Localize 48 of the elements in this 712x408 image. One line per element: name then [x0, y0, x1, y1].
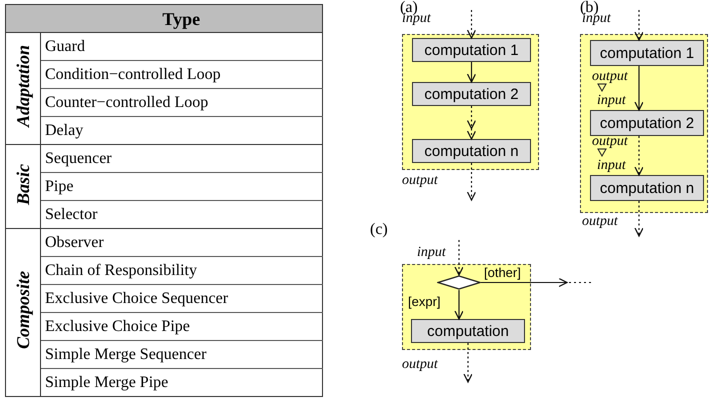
port-label: input [597, 159, 626, 173]
table-cell: Sequencer [45, 150, 112, 166]
arrow [466, 10, 476, 39]
table-cell: Exclusive Choice Pipe [45, 318, 190, 334]
table-cell: Condition−controlled Loop [45, 66, 221, 82]
arrow [466, 62, 476, 83]
table-cell: Selector [45, 206, 98, 222]
process-box: computation 2 [590, 110, 704, 136]
arrow [466, 163, 476, 201]
edge-label: [expr] [408, 295, 441, 309]
edge-label: [other] [484, 266, 521, 280]
decision-diamond [437, 275, 481, 290]
process-box: computation 1 [590, 40, 704, 66]
process-box: computation n [412, 139, 531, 163]
edge-label: output [582, 215, 618, 229]
edge-label: input [417, 246, 446, 260]
arrow [634, 201, 644, 237]
panel-label: (c) [370, 222, 388, 238]
table-cell: Simple Merge Pipe [45, 374, 168, 390]
table-cell: Pipe [45, 178, 74, 194]
table-cell: Chain of Responsibility [45, 262, 197, 278]
process-box: computation n [590, 175, 704, 201]
arrow [467, 106, 476, 139]
table-cell: Simple Merge Sequencer [45, 346, 206, 362]
arrow [597, 136, 644, 176]
arrow [454, 290, 464, 320]
table-cell: Observer [45, 234, 104, 250]
port-label: input [597, 94, 626, 108]
port-label: output [592, 135, 628, 149]
arrow [597, 66, 644, 111]
table-cell: Exclusive Choice Sequencer [45, 290, 228, 306]
arrow [463, 343, 473, 383]
arrow [481, 278, 568, 288]
column-header: Type [40, 4, 322, 32]
row-group-label: Basic [15, 164, 31, 205]
table-cell: Guard [45, 38, 85, 54]
row-group-label: Composite [15, 271, 31, 350]
arrow [634, 10, 644, 41]
edge-label: output [402, 174, 438, 188]
process-box: computation 1 [412, 38, 531, 62]
table-cell: Counter−controlled Loop [45, 94, 208, 110]
edge-label: output [402, 358, 438, 372]
row-group-label: Adaptation [15, 45, 31, 128]
table-cell: Delay [45, 122, 84, 138]
arrow [454, 240, 464, 276]
process-box: computation [411, 319, 525, 343]
process-box: computation 2 [412, 82, 531, 106]
port-label: output [592, 70, 628, 84]
